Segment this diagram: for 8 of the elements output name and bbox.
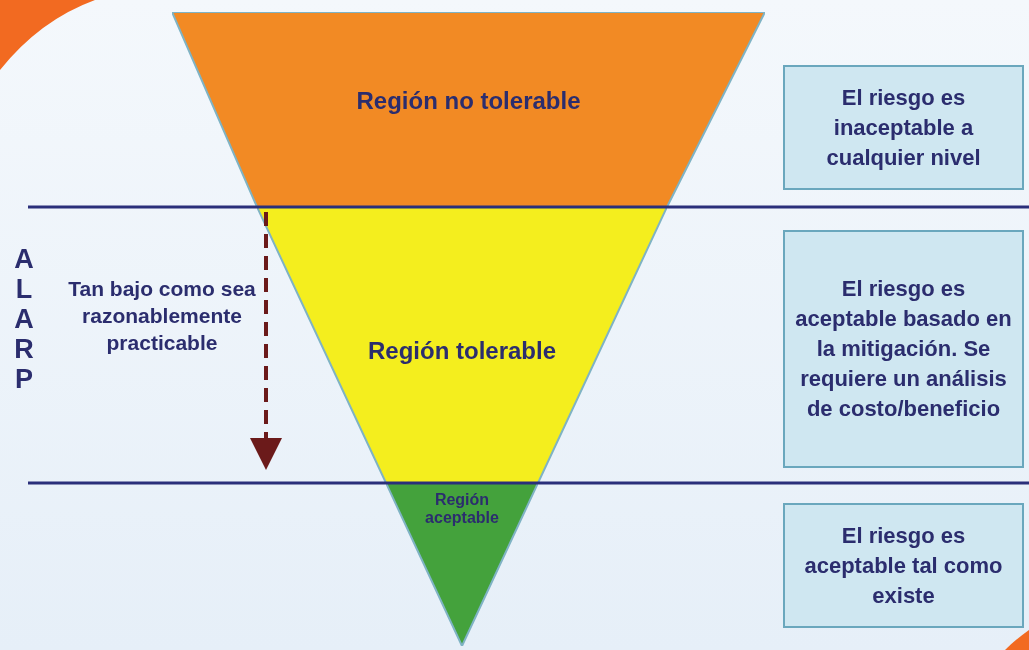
vertical-acronym: ALARP: [8, 244, 40, 394]
description-box: El riesgo es inaceptable a cualquier nivel: [783, 65, 1024, 190]
region-label: Región no tolerable: [355, 87, 582, 115]
region-label: Región aceptable: [424, 491, 500, 527]
description-box: El riesgo es aceptable tal como existe: [783, 503, 1024, 628]
description-box: El riesgo es aceptable basado en la mitigación. Se requiere un análisis de costo/beneficio: [783, 230, 1024, 468]
region-label: Región tolerable: [367, 337, 557, 365]
annotation-text: Tan bajo como sea razonablemente practicable: [67, 276, 257, 356]
